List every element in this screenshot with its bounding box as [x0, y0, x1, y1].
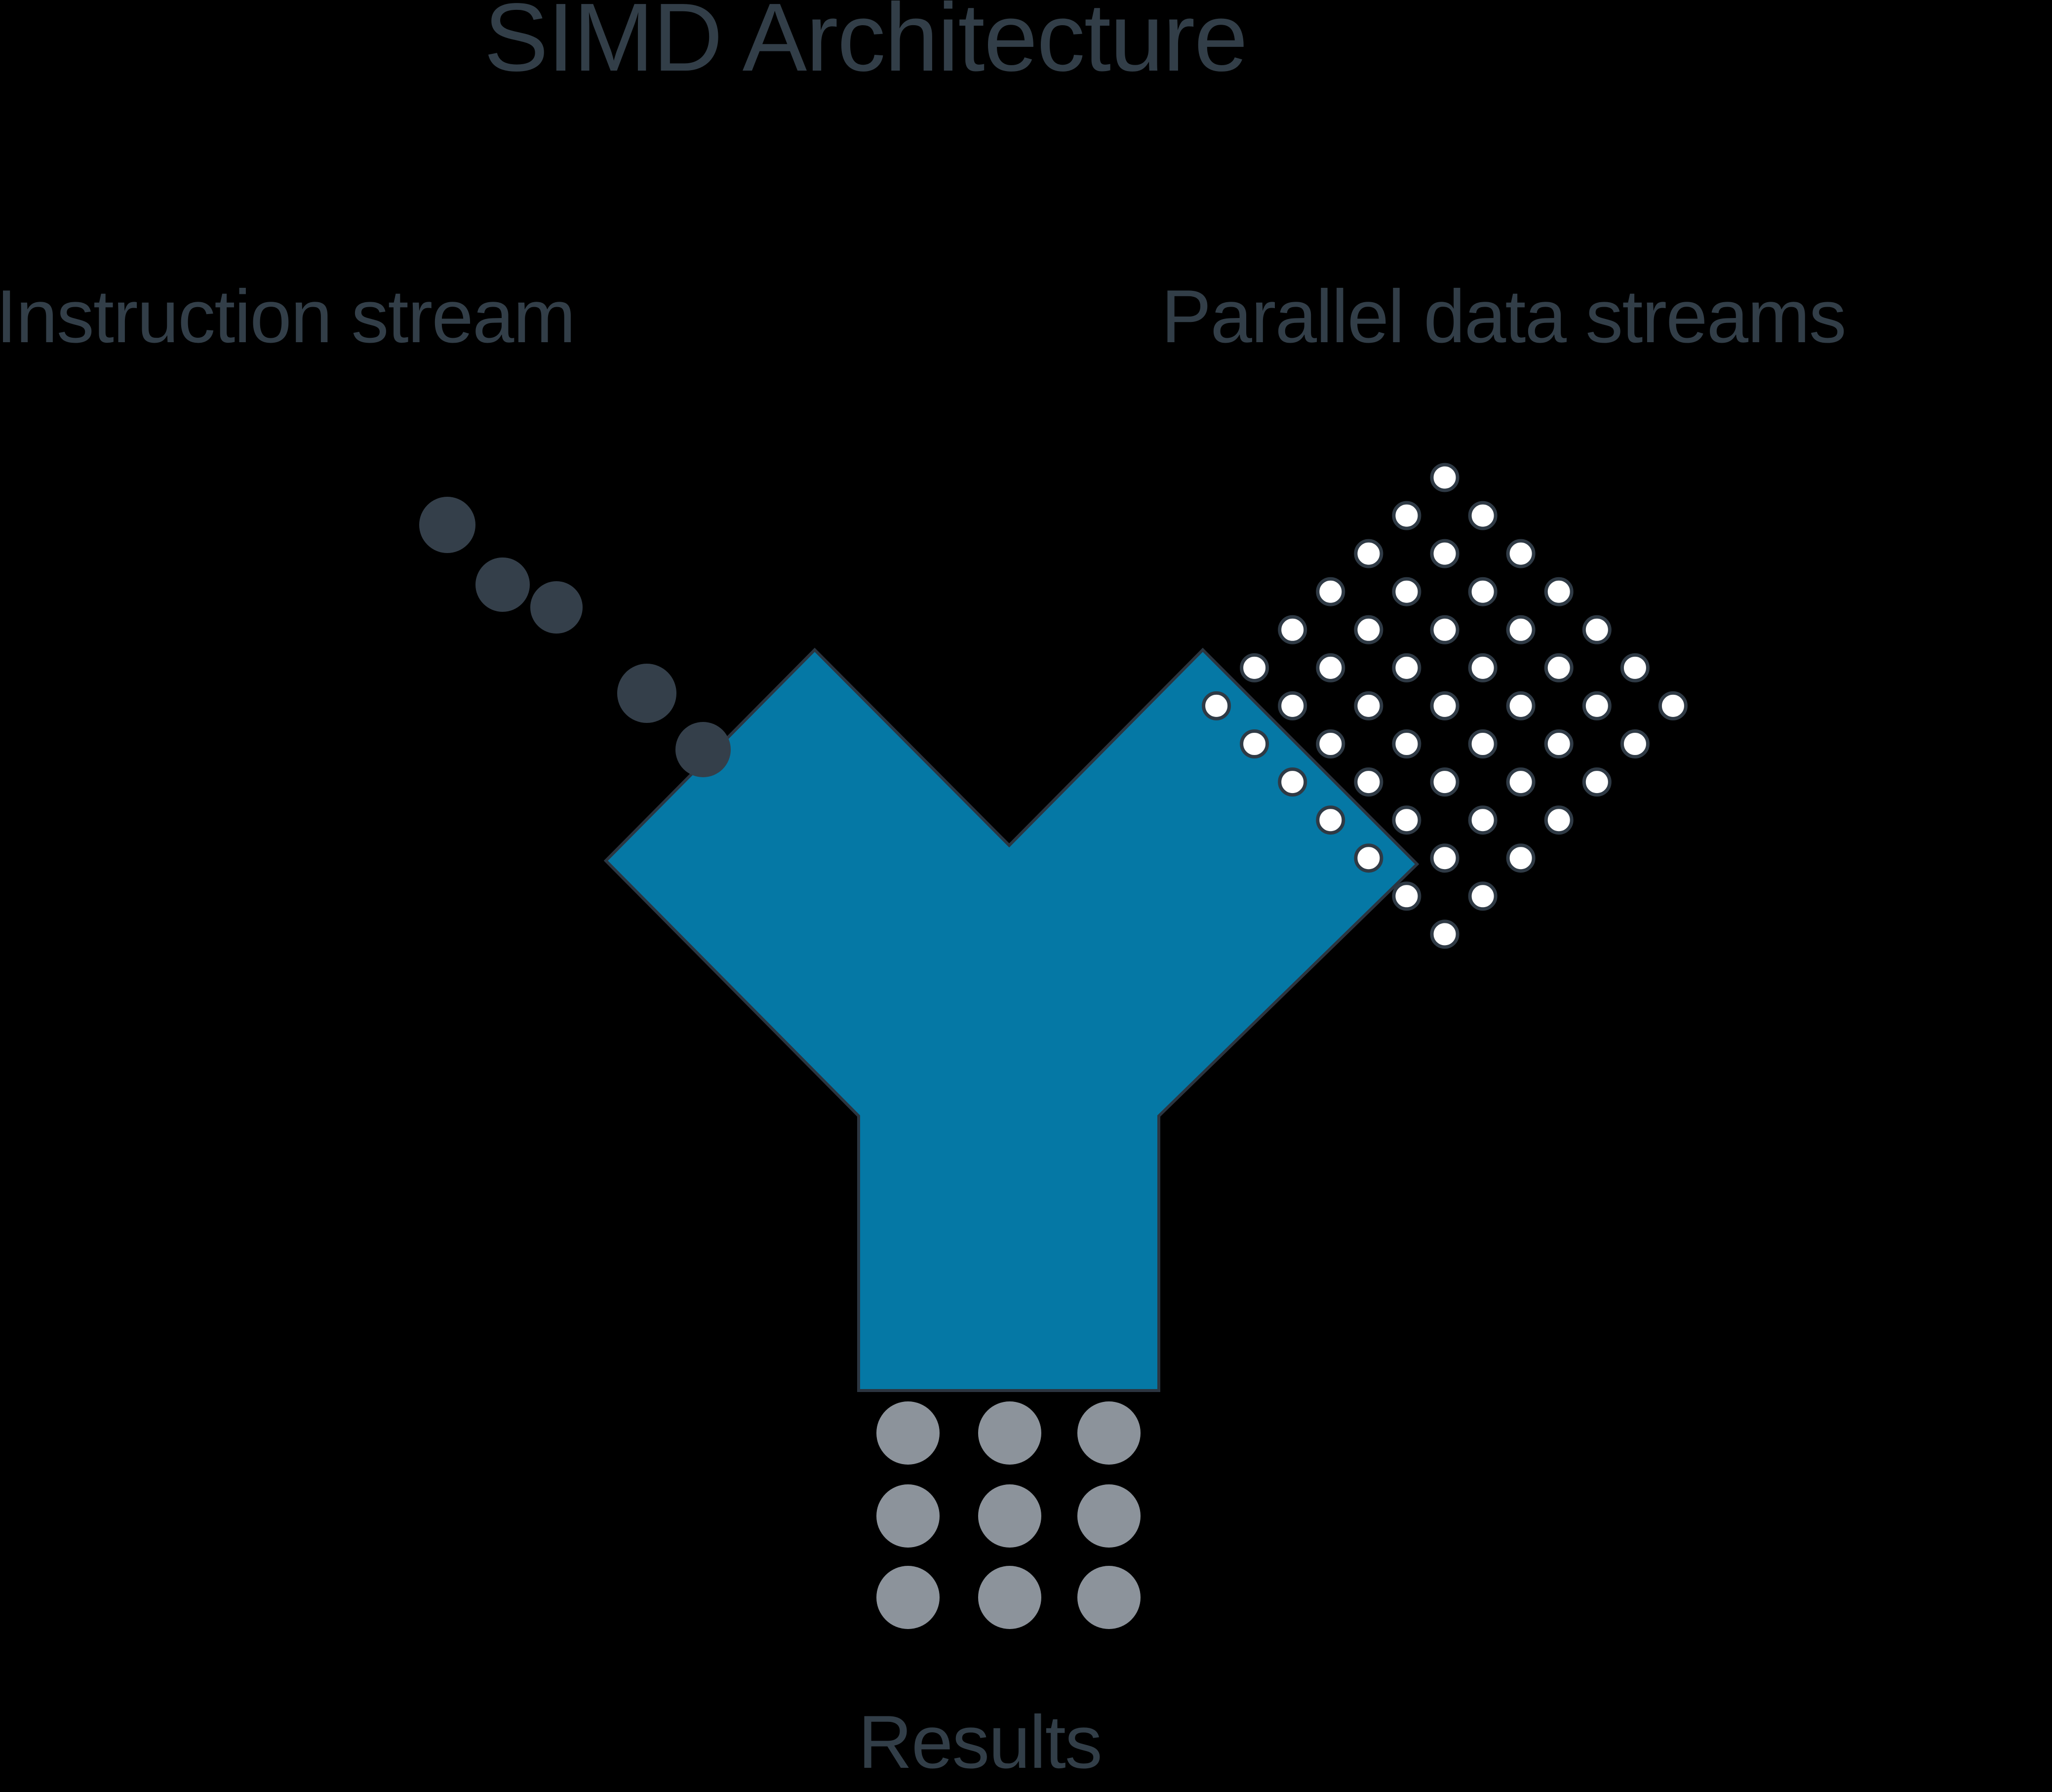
result-dot — [978, 1401, 1041, 1465]
data-stream-dot — [1316, 577, 1345, 606]
data-stream-dot — [1392, 729, 1421, 758]
simd-funnel-shape — [603, 647, 1420, 1392]
data-stream-dot — [1430, 691, 1460, 720]
data-stream-dot — [1658, 691, 1688, 720]
result-dot — [1077, 1566, 1141, 1629]
instruction-stream-dots — [419, 497, 731, 777]
instruction-dot — [475, 558, 530, 612]
data-stream-dot — [1354, 539, 1383, 568]
data-stream-dot — [1240, 653, 1269, 682]
result-dot — [978, 1566, 1041, 1629]
data-stream-dot — [1354, 767, 1383, 797]
page-title: SIMD Architecture — [484, 0, 1248, 91]
data-stream-dot — [1316, 729, 1345, 758]
result-dot — [1077, 1401, 1141, 1465]
data-stream-dot — [1392, 881, 1421, 911]
data-stream-dot — [1278, 691, 1307, 720]
label-parallel-data-streams: Parallel data streams — [1161, 275, 1847, 358]
data-stream-dot — [1430, 767, 1460, 797]
result-dot — [876, 1566, 940, 1629]
data-stream-dot — [1202, 691, 1231, 720]
data-stream-dot — [1582, 691, 1612, 720]
data-stream-dot — [1468, 729, 1498, 758]
data-stream-dot — [1430, 843, 1460, 873]
data-stream-dot — [1392, 577, 1421, 606]
data-stream-dot — [1506, 615, 1536, 644]
data-stream-dot — [1392, 653, 1421, 682]
data-stream-dot — [1468, 577, 1498, 606]
data-stream-dot — [1468, 653, 1498, 682]
data-stream-dot — [1506, 539, 1536, 568]
data-stream-dot — [1544, 805, 1574, 835]
data-stream-dot — [1468, 501, 1498, 530]
label-results: Results — [858, 1700, 1103, 1784]
result-dot — [876, 1401, 940, 1465]
data-stream-dot — [1506, 843, 1536, 873]
data-stream-dot — [1506, 691, 1536, 720]
data-stream-dot — [1468, 881, 1498, 911]
data-stream-dot — [1544, 577, 1574, 606]
data-stream-dot — [1278, 615, 1307, 644]
data-stream-dot — [1620, 729, 1650, 758]
instruction-dot — [530, 581, 583, 634]
instruction-dot — [419, 497, 475, 553]
data-stream-dot — [1582, 767, 1612, 797]
instruction-dot — [675, 722, 731, 777]
data-stream-dot — [1354, 615, 1383, 644]
data-stream-dot — [1316, 805, 1345, 835]
data-stream-dot — [1430, 539, 1460, 568]
label-instruction-stream: Instruction stream — [0, 275, 576, 358]
data-stream-dot — [1240, 729, 1269, 758]
data-stream-dot — [1544, 729, 1574, 758]
data-stream-dot — [1430, 919, 1460, 949]
result-dots-grid — [876, 1401, 1141, 1629]
data-stream-dot — [1468, 805, 1498, 835]
data-stream-dot — [1430, 463, 1460, 492]
result-dot — [1077, 1484, 1141, 1548]
result-dot — [978, 1484, 1041, 1548]
result-dot — [876, 1484, 940, 1548]
data-stream-dot — [1544, 653, 1574, 682]
data-stream-dot — [1620, 653, 1650, 682]
data-stream-dot — [1278, 767, 1307, 797]
data-stream-dot — [1316, 653, 1345, 682]
data-stream-dot — [1392, 805, 1421, 835]
data-stream-dot — [1430, 615, 1460, 644]
data-stream-dot — [1354, 843, 1383, 873]
data-stream-dot — [1506, 767, 1536, 797]
instruction-dot — [617, 664, 676, 723]
data-stream-dot — [1354, 691, 1383, 720]
data-stream-dot — [1392, 501, 1421, 530]
parallel-data-stream-dots — [1202, 463, 1688, 949]
data-stream-dot — [1582, 615, 1612, 644]
